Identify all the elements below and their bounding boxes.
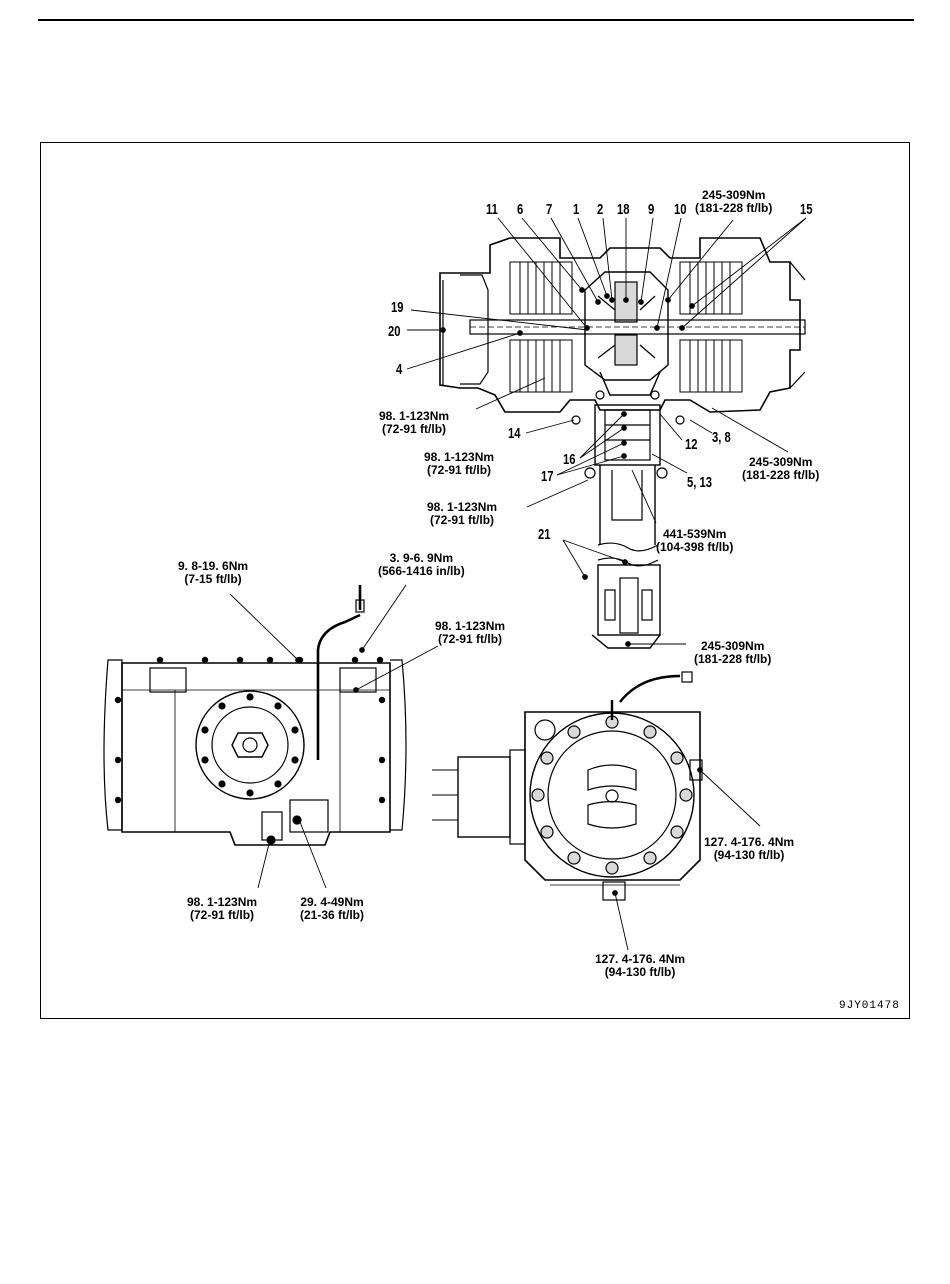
housing-end-view	[432, 671, 703, 901]
callout-3-8: 3, 8	[712, 429, 731, 446]
torque-label-yoke: 245-309Nm(181-228 ft/lb)	[694, 639, 772, 666]
callout-4: 4	[396, 361, 403, 378]
callout-20: 20	[388, 323, 401, 340]
callout-7: 7	[546, 201, 553, 218]
callout-6: 6	[517, 201, 524, 218]
callout-10: 10	[674, 201, 687, 218]
torque-label-left-low: 98. 1-123Nm(72-91 ft/lb)	[427, 500, 498, 527]
torque-label-cover-right: 98. 1-123Nm(72-91 ft/lb)	[435, 619, 506, 646]
housing-rear-view	[103, 585, 407, 846]
callout-5-13: 5, 13	[687, 474, 713, 491]
torque-label-left-mid: 98. 1-123Nm(72-91 ft/lb)	[424, 450, 495, 477]
callout-14: 14	[508, 425, 521, 442]
callout-19: 19	[391, 299, 404, 316]
rear-view-leaders	[229, 584, 439, 889]
torque-label-end-right: 127. 4-176. 4Nm(94-130 ft/lb)	[704, 835, 795, 862]
torque-label-bracket: 29. 4-49Nm(21-36 ft/lb)	[300, 895, 365, 922]
torque-label-pinion: 441-539Nm(104-398 ft/lb)	[656, 527, 734, 554]
cross-section-leaders	[406, 217, 807, 647]
callout-11: 11	[486, 201, 498, 218]
callout-15: 15	[800, 201, 813, 218]
torque-label-fitting: 3. 9-6. 9Nm(566-1416 in/lb)	[378, 551, 465, 578]
callout-18: 18	[617, 201, 630, 218]
torque-label-drain: 98. 1-123Nm(72-91 ft/lb)	[187, 895, 258, 922]
page-top-rule	[38, 19, 914, 21]
torque-label-end-bottom: 127. 4-176. 4Nm(94-130 ft/lb)	[595, 952, 686, 979]
figure-frame	[40, 142, 910, 1019]
end-view-leaders	[612, 767, 761, 951]
torque-label-top-right: 245-309Nm(181-228 ft/lb)	[695, 188, 773, 215]
callout-1: 1	[573, 201, 580, 218]
callout-9: 9	[648, 201, 655, 218]
torque-label-right-mid: 245-309Nm(181-228 ft/lb)	[742, 455, 820, 482]
callout-21: 21	[538, 526, 551, 543]
figure-code: 9JY01478	[839, 1000, 900, 1012]
axle-cross-section	[439, 237, 806, 649]
callout-12: 12	[685, 436, 698, 453]
torque-label-left-upper: 98. 1-123Nm(72-91 ft/lb)	[379, 409, 450, 436]
callout-2: 2	[597, 201, 604, 218]
torque-label-small-bolt: 9. 8-19. 6Nm(7-15 ft/lb)	[178, 559, 249, 586]
callout-16: 16	[563, 451, 576, 468]
callout-17: 17	[541, 468, 554, 485]
